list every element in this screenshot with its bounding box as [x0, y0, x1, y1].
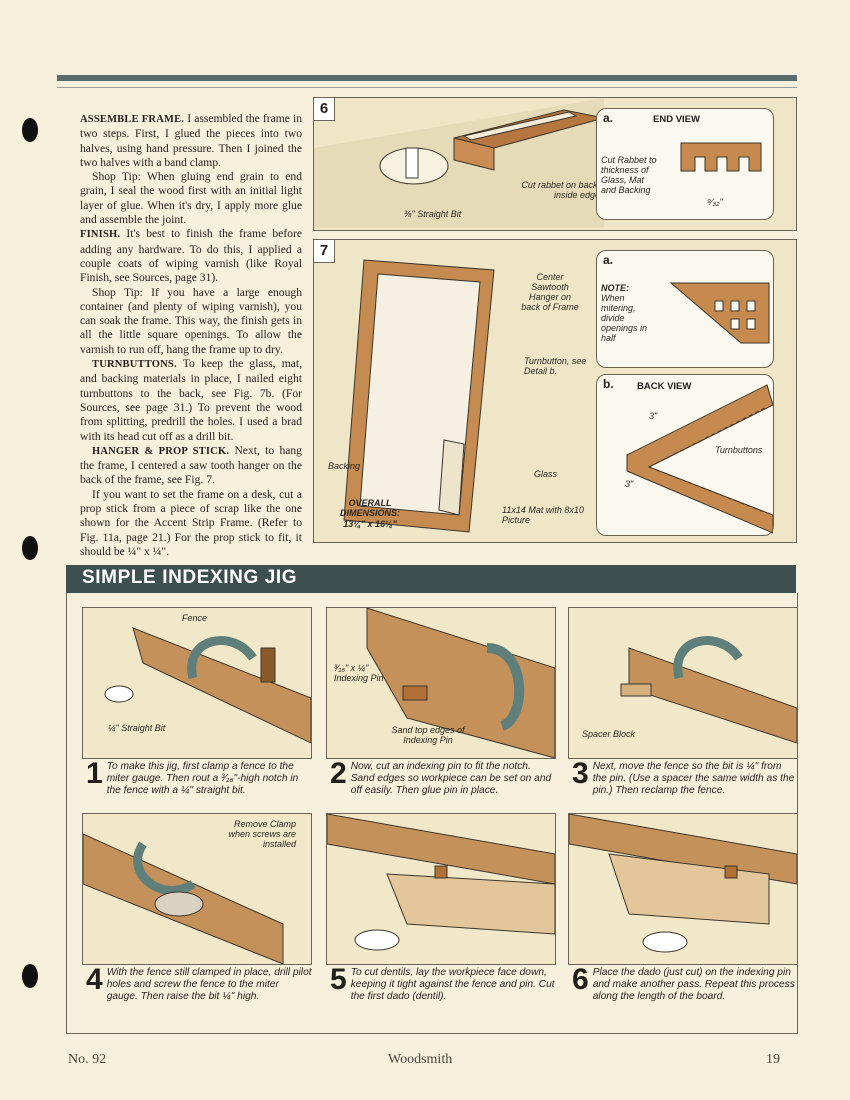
callout-glass: Glass	[534, 469, 558, 479]
detail-label: a.	[603, 111, 614, 125]
figure-number: 6	[314, 98, 335, 121]
dimension-3in-top: 3"	[649, 411, 658, 421]
callout-turnbutton: Turnbutton, see Detail b.	[524, 356, 587, 376]
note-text: When mitering, divide openings in half	[601, 293, 648, 343]
step-4-illustration	[82, 813, 312, 965]
detail-label: a.	[603, 253, 614, 267]
paragraph-finish: FINISH. It's best to finish the frame be…	[80, 227, 302, 285]
detail-a-mitering: a. NOTE: When mitering, divide openings …	[596, 250, 774, 368]
spacer-block-drawing	[620, 636, 797, 744]
binder-hole-1	[22, 118, 38, 142]
top-rule-bar	[57, 75, 797, 81]
step-number: 3	[572, 757, 589, 790]
footer-publication: Woodsmith	[388, 1052, 453, 1067]
end-view-profile	[680, 142, 762, 172]
repeat-dado-drawing	[569, 814, 797, 953]
paragraph-prop-stick: If you want to set the frame on a desk, …	[80, 487, 302, 558]
frame-back-illustration	[343, 259, 495, 533]
detail-dimension: ⁹⁄₃₂"	[707, 197, 723, 207]
note-heading: NOTE:	[601, 283, 629, 293]
detail-label: b.	[603, 377, 614, 391]
callout-indexing-pin: ³⁄₁₆" x ¼" Indexing Pin	[334, 663, 384, 683]
section-banner: SIMPLE INDEXING JIG	[66, 565, 796, 593]
article-column: ASSEMBLE FRAME. I assembled the frame in…	[80, 112, 302, 559]
binder-hole-3	[22, 964, 38, 988]
callout-sand-edges: Sand top edges of Indexing Pin	[391, 725, 465, 745]
step-6-illustration	[568, 813, 798, 965]
callout-mat: 11x14 Mat with 8x10 Picture	[502, 505, 584, 525]
overall-dimensions-value: 13¼" x 16¼"	[343, 519, 397, 529]
back-view-corner	[626, 384, 773, 534]
step-number: 2	[330, 757, 347, 790]
screw-fence-drawing	[83, 833, 284, 964]
detail-b-back-view: b. BACK VIEW 3" 3" Turnbuttons	[596, 374, 774, 536]
callout-turnbuttons: Turnbuttons	[715, 445, 763, 455]
router-table-illustration	[314, 98, 604, 228]
overall-dimensions-label: OVERALL DIMENSIONS:	[339, 498, 400, 518]
figure-7: 7 Center Sawtooth Hanger on back of Fram…	[313, 239, 797, 543]
step-1-illustration	[82, 607, 312, 759]
step-number: 1	[86, 757, 103, 790]
top-rule-line	[57, 87, 797, 88]
figure-6: 6 Cut rabbet on back, inside edge ⅜" Str…	[313, 97, 797, 231]
callout-straight-bit: ⅜" Straight Bit	[404, 209, 462, 219]
callout-remove-clamp: Remove Clamp when screws are installed	[228, 819, 296, 849]
paragraph-shop-tip-2: Shop Tip: If you have a large enough con…	[80, 285, 302, 356]
mitered-corner-detail	[669, 282, 770, 344]
callout-fence: Fence	[182, 613, 208, 623]
detail-title: BACK VIEW	[637, 381, 692, 392]
callout-spacer-block: Spacer Block	[582, 729, 636, 739]
callout-hanger: Center Sawtooth Hanger on back of Frame	[521, 272, 579, 312]
step-number: 6	[572, 963, 589, 996]
binder-hole-2	[22, 536, 38, 560]
indexing-pin-drawing	[366, 608, 555, 758]
step-number: 5	[330, 963, 347, 996]
step-number: 4	[86, 963, 103, 996]
dimension-3in-bottom: 3"	[625, 479, 634, 489]
detail-title: END VIEW	[653, 114, 700, 125]
step-5-illustration	[326, 813, 556, 965]
clamp-fence-drawing	[104, 627, 311, 744]
paragraph-assemble: ASSEMBLE FRAME. I assembled the frame in…	[80, 112, 303, 169]
callout-cut-rabbet: Cut rabbet on back, inside edge	[521, 180, 600, 200]
footer-page-number: 19	[766, 1052, 780, 1067]
detail-a-end-view: a. END VIEW Cut Rabbet to thickness of G…	[596, 108, 774, 220]
footer-issue: No. 92	[68, 1052, 107, 1067]
step-2-illustration	[326, 607, 556, 759]
detail-note: Cut Rabbet to thickness of Glass, Mat an…	[601, 155, 657, 195]
paragraph-turnbuttons: TURNBUTTONS. To keep the glass, mat, and…	[80, 357, 302, 443]
paragraph-hanger: HANGER & PROP STICK. Next, to hang the f…	[80, 443, 302, 487]
section-title: SIMPLE INDEXING JIG	[82, 567, 298, 588]
step-3-illustration	[568, 607, 798, 759]
callout-straight-bit: ¼" Straight Bit	[108, 723, 166, 733]
figure-number: 7	[314, 240, 335, 263]
callout-backing: Backing	[328, 461, 361, 471]
paragraph-shop-tip-1: Shop Tip: When gluing end grain to end g…	[80, 170, 302, 227]
first-dado-drawing	[327, 814, 555, 951]
